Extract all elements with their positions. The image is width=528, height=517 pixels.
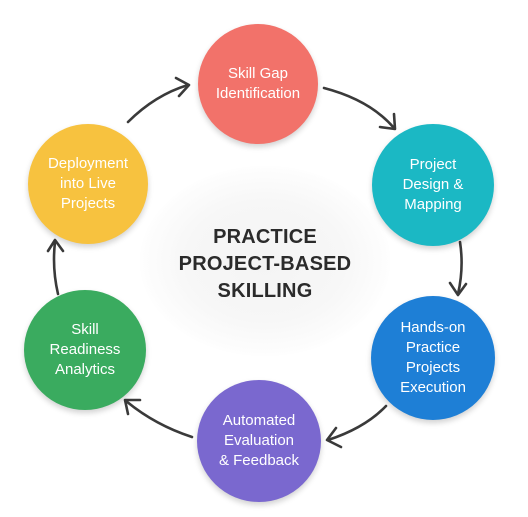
node-project-design-line-1: Project (409, 156, 457, 173)
node-hands-on-line-1: Hands-on (400, 319, 466, 336)
node-skill-gap-line-1: Skill Gap (227, 65, 288, 82)
node-skill-readiness-line-1: Skill (71, 321, 99, 338)
center-title-line-1: PRACTICE (213, 226, 317, 248)
arrowhead-automated-evaluation-to-skill-readiness (123, 398, 142, 416)
node-deployment-line-3: Projects (60, 195, 116, 212)
center-title-line-3: SKILLING (217, 280, 313, 302)
node-deployment-line-1: Deployment (47, 155, 129, 172)
node-skill-gap-label: Skill Gap Identification (216, 64, 300, 104)
node-project-design-mapping: Project Design & Mapping (372, 124, 494, 246)
arrowhead-skill-readiness-to-deployment (46, 238, 65, 253)
node-hands-on-line-2: Practice (405, 339, 461, 356)
node-skill-readiness-analytics: Skill Readiness Analytics (24, 290, 146, 410)
node-automated-evaluation: Automated Evaluation & Feedback (197, 380, 321, 502)
arrowhead-deployment-to-skill-gap (174, 76, 191, 98)
arrow-project-design-to-hands-on (456, 240, 463, 296)
center-title: PRACTICE PROJECT-BASED SKILLING (140, 224, 390, 305)
node-automated-evaluation-line-2: Evaluation (223, 432, 295, 449)
arrow-skill-readiness-to-deployment (52, 240, 60, 296)
center-title-line-2: PROJECT-BASED (178, 253, 352, 275)
node-deployment-line-2: into Live (60, 175, 116, 192)
node-project-design-label: Project Design & Mapping (403, 155, 464, 215)
node-skill-readiness-line-2: Readiness (49, 341, 121, 358)
node-automated-evaluation-line-3: & Feedback (218, 452, 300, 469)
arrow-automated-evaluation-to-skill-readiness (124, 399, 194, 439)
node-deployment-label: Deployment into Live Projects (48, 154, 128, 214)
node-hands-on-line-3: Projects (405, 359, 461, 376)
arrowhead-project-design-to-hands-on (448, 281, 468, 297)
node-skill-gap-identification: Skill Gap Identification (198, 24, 318, 144)
node-skill-gap-line-2: Identification (215, 85, 301, 102)
node-hands-on-line-4: Execution (400, 379, 466, 396)
node-automated-evaluation-label: Automated Evaluation & Feedback (219, 411, 299, 471)
arrow-group (46, 76, 468, 449)
node-skill-readiness-label: Skill Readiness Analytics (50, 320, 121, 380)
arrow-hands-on-to-automated-evaluation (326, 404, 388, 442)
node-automated-evaluation-line-1: Automated (222, 412, 296, 429)
node-project-design-line-3: Mapping (404, 196, 462, 213)
arrow-deployment-to-skill-gap (126, 83, 190, 124)
arrow-skill-gap-to-project-design (322, 86, 396, 130)
arrowhead-skill-gap-to-project-design (378, 112, 397, 131)
node-hands-on-label: Hands-on Practice Projects Execution (400, 318, 466, 398)
arrowhead-hands-on-to-automated-evaluation (325, 426, 343, 449)
node-deployment-live-projects: Deployment into Live Projects (28, 124, 148, 244)
node-hands-on-execution: Hands-on Practice Projects Execution (371, 296, 495, 420)
center-backdrop (140, 166, 390, 356)
node-skill-readiness-line-3: Analytics (54, 361, 115, 378)
node-project-design-line-2: Design & (402, 176, 464, 193)
